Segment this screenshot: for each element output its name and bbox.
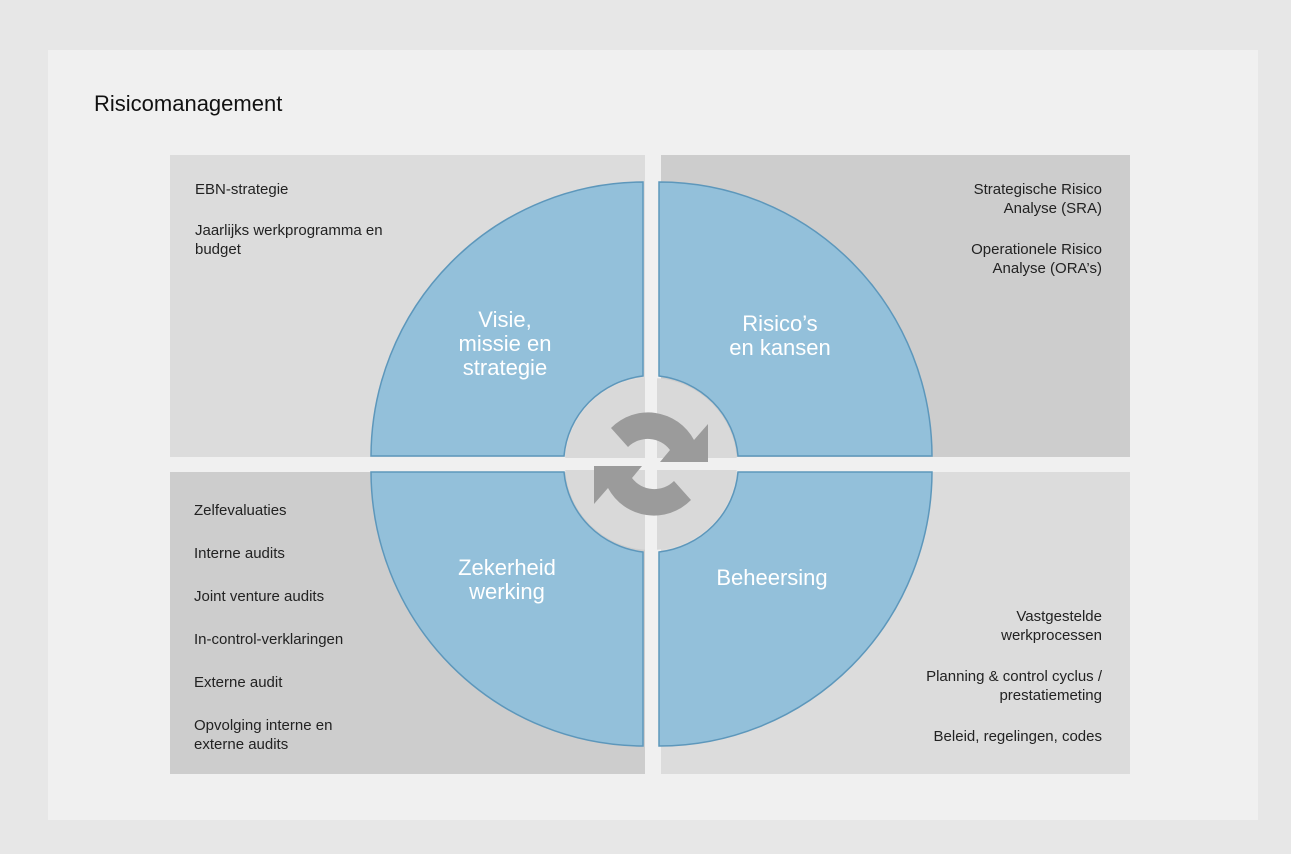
segment-label-line: missie en <box>458 331 552 356</box>
note-item: Jaarlijks werkprogramma en budget <box>195 222 383 258</box>
note-item: Vastgestelde werkprocessen <box>1001 608 1102 644</box>
segment-label-line: en kansen <box>729 335 831 360</box>
notes-top-left: EBN-strategie Jaarlijks werkprogramma en… <box>195 180 425 281</box>
note-item: Zelfevaluaties <box>194 502 287 519</box>
segment-bottom-left <box>370 471 644 747</box>
segment-bottom-right <box>658 471 933 747</box>
segment-label-line: Visie, <box>478 307 532 332</box>
segment-top-left <box>370 181 644 457</box>
note-item: Operationele Risico Analyse (ORA’s) <box>971 241 1102 277</box>
segment-label-risks: Risico’s en kansen <box>680 312 880 360</box>
note-item: Strategische Risico Analyse (SRA) <box>973 181 1102 217</box>
note-item: Interne audits <box>194 545 285 562</box>
notes-bottom-left: Zelfevaluaties Interne audits Joint vent… <box>194 501 424 778</box>
note-item: Externe audit <box>194 674 283 691</box>
notes-top-right: Strategische Risico Analyse (SRA) Operat… <box>872 180 1102 300</box>
segment-label-line: werking <box>469 579 545 604</box>
page-title: Risicomanagement <box>94 91 283 116</box>
note-item: Joint venture audits <box>194 588 325 605</box>
segment-label-assurance: Zekerheid werking <box>407 556 607 604</box>
segment-label-line: strategie <box>462 355 548 380</box>
note-item: Opvolging interne en externe audits <box>194 717 333 753</box>
note-item: In-control-verklaringen <box>194 631 344 648</box>
segment-top-right <box>658 181 933 457</box>
cycle-arrows-icon <box>594 412 708 516</box>
note-item: Planning & control cyclus / prestatiemet… <box>926 668 1102 704</box>
segment-label-line: Zekerheid <box>458 555 556 580</box>
note-item: Beleid, regelingen, codes <box>933 728 1102 745</box>
notes-bottom-right: Vastgestelde werkprocessen Planning & co… <box>862 607 1102 768</box>
segment-label-line: Risico’s <box>742 311 818 336</box>
segment-label-control: Beheersing <box>672 566 872 590</box>
segment-label-vision: Visie, missie en strategie <box>405 308 605 380</box>
segment-label-line: Beheersing <box>716 565 828 590</box>
hub-gap-horizontal <box>555 458 747 470</box>
note-item: EBN-strategie <box>195 181 289 198</box>
